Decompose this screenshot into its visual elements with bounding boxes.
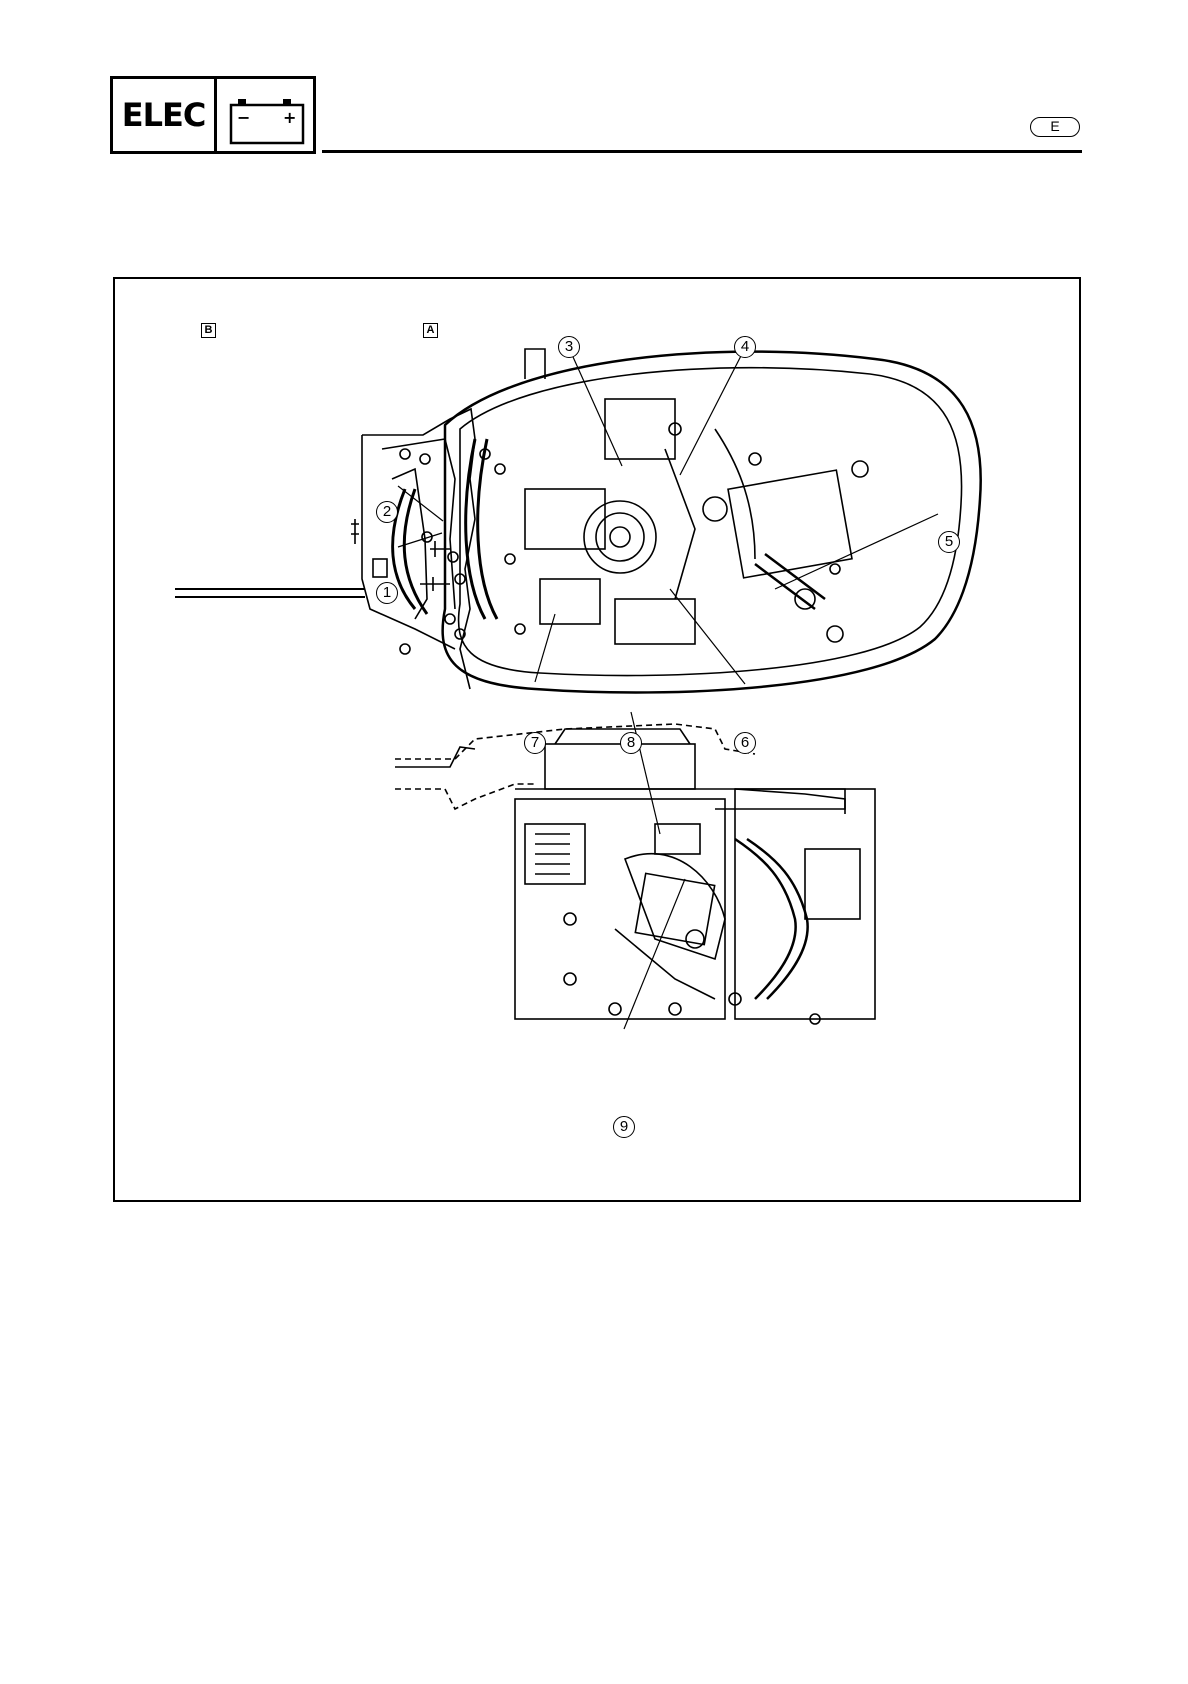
leader-lines <box>398 348 938 1029</box>
battery-icon: − + <box>221 83 309 147</box>
view-b-drawing <box>175 409 475 689</box>
callout-5: 5 <box>938 531 960 553</box>
view-label-a: A <box>423 323 438 338</box>
callout-6: 6 <box>734 732 756 754</box>
callout-8: 8 <box>620 732 642 754</box>
callout-4: 4 <box>734 336 756 358</box>
header-rule <box>322 150 1082 153</box>
battery-minus-sign: − <box>237 108 250 127</box>
callout-7: 7 <box>524 732 546 754</box>
section-code: ELEC <box>113 79 217 151</box>
language-badge: E <box>1030 117 1080 137</box>
battery-plus-sign: + <box>283 108 296 127</box>
callout-2: 2 <box>376 501 398 523</box>
view-label-b: B <box>201 323 216 338</box>
callout-1: 1 <box>376 582 398 604</box>
section-badge: ELEC − + <box>110 76 316 154</box>
callout-9: 9 <box>613 1116 635 1138</box>
engine-illustration <box>115 279 1078 1199</box>
callout-3: 3 <box>558 336 580 358</box>
side-view-drawing <box>395 724 875 1024</box>
figure-frame: B A 1 2 3 4 5 6 7 8 9 <box>113 277 1081 1202</box>
